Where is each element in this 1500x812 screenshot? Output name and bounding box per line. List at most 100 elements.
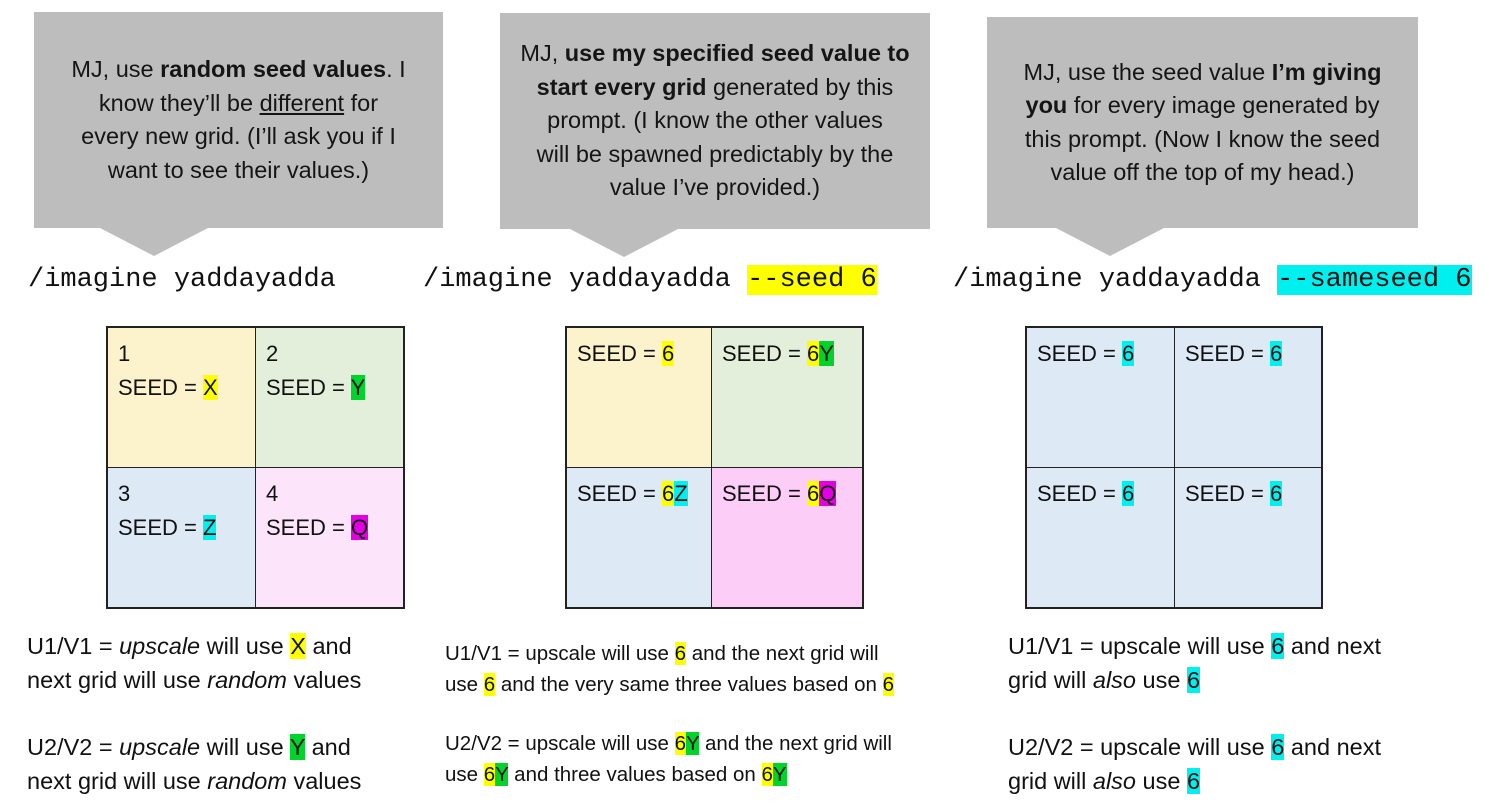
grid-cell: 1 SEED = X: [107, 327, 256, 468]
note-text: U2/V2 = upscale will use: [1008, 734, 1272, 760]
grid-seed: SEED = 6 SEED = 6Y SEED = 6Z SEED = 6Q: [565, 326, 864, 609]
command-text: /imagine yaddayadda: [953, 265, 1278, 295]
seed-label: SEED =: [1037, 481, 1122, 506]
cell-number: 4: [266, 481, 279, 506]
callout-bold-text: I’m giving: [1271, 58, 1382, 85]
grid-cell: SEED = 6: [1174, 467, 1322, 608]
note-text: use: [445, 673, 484, 696]
callout-pointer: [1056, 228, 1164, 256]
command-random: /imagine yaddayadda: [28, 264, 336, 296]
callout-text: value I’ve provided.): [609, 174, 821, 201]
seed-value: 6: [1186, 768, 1201, 794]
command-flag: --sameseed 6: [1277, 265, 1472, 295]
seed-label: SEED =: [577, 481, 662, 506]
callout-text: will be spawned predictably by the: [536, 140, 894, 167]
seed-value: X: [290, 633, 306, 659]
callout-text: for: [344, 89, 379, 116]
note-italic-text: random: [207, 768, 287, 794]
callout-text: every new grid. (I’ll ask you if I: [81, 123, 396, 149]
note-text: use: [445, 763, 484, 786]
callout-underline-text: different: [259, 89, 345, 116]
grid-cell: SEED = 6: [1174, 327, 1322, 468]
note-u2-random: U2/V2 = upscale will use Y and next grid…: [27, 730, 361, 798]
command-text: /imagine yaddayadda: [28, 265, 336, 295]
seed-value-suffix: Y: [772, 763, 787, 786]
note-text: use: [1136, 667, 1187, 693]
note-text: next grid will use: [27, 768, 208, 794]
callout-bold-text: start every grid: [536, 73, 707, 100]
seed-value: 6: [1269, 341, 1283, 366]
note-text: and the next grid will: [699, 732, 892, 755]
grid-cell: 2 SEED = Y: [255, 327, 404, 468]
seed-value-suffix: Y: [819, 341, 834, 366]
seed-value: Y: [289, 734, 306, 760]
seed-label: SEED =: [722, 481, 807, 506]
note-u1-seed: U1/V1 = upscale will use 6 and the next …: [445, 638, 895, 700]
note-text: use: [1136, 768, 1187, 794]
seed-label: SEED =: [1185, 341, 1270, 366]
seed-value: X: [202, 375, 218, 400]
grid-cell: 3 SEED = Z: [107, 467, 256, 608]
note-text: U2/V2 =: [27, 734, 120, 760]
seed-value: 6: [674, 642, 687, 665]
callout-bold-text: you: [1025, 92, 1068, 118]
callout-pointer: [570, 229, 678, 257]
callout-pointer: [100, 228, 208, 256]
seed-value: 6: [483, 673, 496, 696]
seed-value-suffix: Q: [819, 481, 837, 506]
cell-number: 1: [118, 341, 131, 366]
seed-value: 6: [1271, 734, 1285, 760]
note-italic-text: also: [1092, 667, 1137, 693]
callout-text: this prompt. (Now I know the seed: [1024, 125, 1381, 152]
note-text: and next: [1284, 633, 1381, 659]
seed-value: 6: [1121, 481, 1135, 506]
seed-value: 6: [1186, 667, 1201, 693]
note-text: grid will: [1008, 768, 1093, 794]
seed-value-suffix: Y: [495, 763, 509, 786]
callout-bold-text: random seed values: [160, 56, 387, 82]
seed-value: 6: [806, 341, 820, 366]
grid-cell: SEED = 6Q: [711, 467, 863, 608]
note-text: and the very same three values based on: [495, 673, 883, 696]
note-text: values: [286, 768, 362, 794]
command-flag: --seed 6: [747, 265, 877, 295]
note-text: will use: [200, 734, 290, 760]
seed-value: Q: [350, 515, 369, 540]
callout-specified-seed: MJ, use my specified seed value to start…: [500, 13, 930, 229]
note-text: U1/V1 = upscale will use: [445, 642, 675, 665]
callout-text: know they’ll be: [98, 89, 260, 116]
callout-text: generated by this: [706, 73, 894, 100]
note-text: values: [286, 667, 362, 693]
note-text: and three values based on: [508, 763, 762, 786]
cell-number: 2: [266, 341, 279, 366]
note-text: and: [305, 734, 351, 760]
seed-value: 6: [483, 763, 496, 786]
callout-text: for every image generated by: [1067, 92, 1380, 118]
seed-label: SEED =: [118, 375, 203, 400]
note-italic-text: random: [207, 667, 287, 693]
callout-text: . I: [386, 56, 406, 82]
callout-random-seed: MJ, use random seed values. I know they’…: [34, 12, 443, 228]
command-sameseed: /imagine yaddayadda --sameseed 6: [953, 264, 1472, 296]
seed-label: SEED =: [722, 341, 807, 366]
seed-value: Z: [202, 515, 217, 540]
callout-text: MJ,: [520, 40, 565, 67]
note-u2-seed: U2/V2 = upscale will use 6Y and the next…: [445, 728, 892, 790]
note-text: grid will: [1008, 667, 1093, 693]
callout-text: MJ, use: [71, 56, 161, 82]
note-text: and the next grid will: [686, 642, 879, 665]
seed-value: 6: [1271, 633, 1285, 659]
note-u2-sameseed: U2/V2 = upscale will use 6 and next grid…: [1008, 730, 1381, 798]
seed-label: SEED =: [266, 375, 351, 400]
seed-value: 6: [806, 481, 820, 506]
seed-value: Y: [350, 375, 366, 400]
grid-cell: SEED = 6Y: [711, 327, 863, 468]
seed-value: 6: [674, 732, 687, 755]
note-u1-sameseed: U1/V1 = upscale will use 6 and next grid…: [1008, 629, 1381, 697]
command-seed: /imagine yaddayadda --seed 6: [423, 264, 877, 296]
grid-random: 1 SEED = X 2 SEED = Y 3 SEED = Z 4 SEED …: [106, 326, 405, 609]
grid-sameseed: SEED = 6 SEED = 6 SEED = 6 SEED = 6: [1025, 326, 1323, 609]
grid-cell: SEED = 6: [1026, 467, 1175, 608]
seed-label: SEED =: [1037, 341, 1122, 366]
note-italic-text: upscale: [119, 734, 201, 760]
